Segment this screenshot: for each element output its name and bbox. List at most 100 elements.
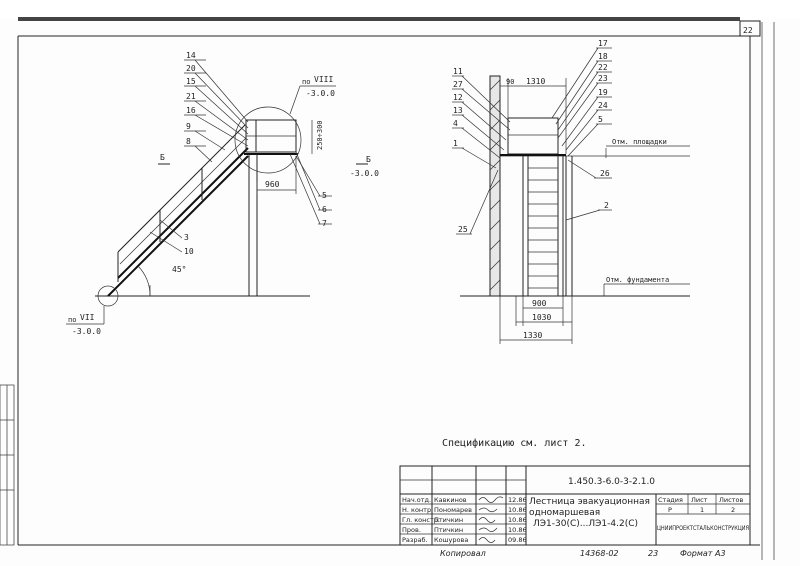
callout-15: 15 xyxy=(186,77,196,86)
callout-18: 18 xyxy=(598,52,608,61)
callout-13: 13 xyxy=(453,106,463,115)
callout-12: 12 xyxy=(453,93,463,102)
date-1: 10.86 xyxy=(508,506,527,514)
role-2: Гл. констр. xyxy=(402,516,440,524)
role-4: Разраб. xyxy=(402,536,428,544)
callout-22: 22 xyxy=(598,63,608,72)
node-viii-prefix: по xyxy=(302,78,310,86)
footer-format: Формат А3 xyxy=(680,549,726,558)
date-4: 09.86 xyxy=(508,536,527,544)
leader-3 xyxy=(159,219,183,239)
wall-hatching xyxy=(489,79,501,291)
top-margin xyxy=(0,0,800,19)
role-0: Нач.отд. xyxy=(402,496,431,504)
leader-25 xyxy=(469,169,499,235)
callout-23: 23 xyxy=(598,74,608,83)
level-right: -3.0.0 xyxy=(350,169,379,178)
callout-5-right: 5 xyxy=(598,115,603,124)
name-0: Кавкинов xyxy=(434,496,467,504)
footer-sheet: 23 xyxy=(648,549,658,558)
wall xyxy=(489,75,501,297)
dim-1330: 1330 xyxy=(523,331,542,340)
node-vii-level: -3.0.0 xyxy=(72,327,101,336)
callout-4: 4 xyxy=(453,119,458,128)
callout-9: 9 xyxy=(186,122,191,131)
callout-11: 11 xyxy=(453,67,463,76)
title-block-frame xyxy=(399,465,751,546)
right-view-front-elevation: 90 1310 11 27 12 13 4 1 xyxy=(452,39,690,344)
leaders-right xyxy=(289,151,332,225)
date-0: 12.86 xyxy=(508,496,527,504)
level-foundation: Отм. фундамента xyxy=(606,276,669,284)
footer-number: 14368-02 xyxy=(580,549,619,558)
spec-note: Спецификацию см. лист 2. xyxy=(442,437,587,449)
callout-7: 7 xyxy=(322,219,327,228)
sheet-number: 22 xyxy=(743,26,753,35)
left-view-side-elevation: 45° 960 250÷300 14 20 15 21 1 xyxy=(66,51,379,336)
organization: ЦНИИПРОЕКТСТАЛЬКОНСТРУКЦИЯ xyxy=(657,525,749,532)
callout-10: 10 xyxy=(184,247,194,256)
node-viii-circle xyxy=(234,106,302,174)
node-viii-level: -3.0.0 xyxy=(306,89,335,98)
title-line-1: Лестница эвакуационная xyxy=(529,497,650,507)
role-3: Пров. xyxy=(402,526,421,534)
node-viii-leader xyxy=(289,85,301,115)
callout-21: 21 xyxy=(186,92,196,101)
stage-value: Р xyxy=(668,506,672,514)
col-sheets: Листов xyxy=(719,496,743,504)
platform-railing-front xyxy=(507,117,559,155)
callout-20: 20 xyxy=(186,64,196,73)
callout-5-left: 5 xyxy=(322,191,327,200)
dim-1310: 1310 xyxy=(526,77,545,86)
dim-vertical: 250÷300 xyxy=(316,120,324,150)
callout-27: 27 xyxy=(453,80,463,89)
callout-16: 16 xyxy=(186,106,196,115)
callout-3: 3 xyxy=(184,233,189,242)
node-vii-circle xyxy=(97,285,119,307)
stringer-upper xyxy=(117,147,249,279)
section-mark-left: Б xyxy=(160,153,165,162)
sheet-value: 1 xyxy=(700,506,704,514)
callout-26: 26 xyxy=(600,169,610,178)
name-3: Птичкин xyxy=(434,526,463,534)
dim-1030: 1030 xyxy=(532,313,551,322)
leader-2 xyxy=(565,209,601,221)
name-4: Кошурова xyxy=(434,536,468,544)
doc-code: 1.450.3-6.0-3-2.1.0 xyxy=(568,477,655,487)
col-stage: Стадия xyxy=(658,496,683,504)
leader-26 xyxy=(567,159,597,179)
callout-25: 25 xyxy=(458,225,468,234)
name-2: Птичкин xyxy=(434,516,463,524)
role-1: Н. контр. xyxy=(402,506,433,514)
leaders-right-view-left xyxy=(452,75,511,169)
callout-1: 1 xyxy=(453,139,458,148)
top-border-band xyxy=(18,17,740,21)
leaders-right-view-right xyxy=(551,47,612,157)
callout-17: 17 xyxy=(598,39,608,48)
callout-24: 24 xyxy=(598,101,608,110)
callout-6: 6 xyxy=(322,205,327,214)
signatures xyxy=(478,496,504,543)
title-line-2: одномаршевая xyxy=(529,508,600,518)
dim-90: 90 xyxy=(506,78,514,86)
footer-copied: Копировал xyxy=(440,549,486,558)
name-1: Пономарев xyxy=(434,506,472,514)
sheets-value: 2 xyxy=(731,506,735,514)
callout-2: 2 xyxy=(604,201,609,210)
title-block: 1.450.3-6.0-3-2.1.0 Лестница эвакуационн… xyxy=(399,465,751,546)
dim-960: 960 xyxy=(265,180,280,189)
col-sheet: Лист xyxy=(691,496,708,504)
angle-label: 45° xyxy=(172,265,186,274)
angle-arc xyxy=(137,265,151,297)
node-vii-number: VII xyxy=(80,313,95,322)
mid-rail xyxy=(119,137,247,265)
level-platform: Отм. площадки xyxy=(612,138,667,146)
roles-table: Нач.отд. Кавкинов 12.86 Н. контр. Понома… xyxy=(402,496,527,544)
node-viii-number: VIII xyxy=(314,75,333,84)
leaders-top-left xyxy=(184,59,249,163)
leader-10 xyxy=(149,231,183,253)
left-margin-boxes xyxy=(0,384,15,546)
dim-900: 900 xyxy=(532,299,547,308)
date-2: 10.86 xyxy=(508,516,527,524)
